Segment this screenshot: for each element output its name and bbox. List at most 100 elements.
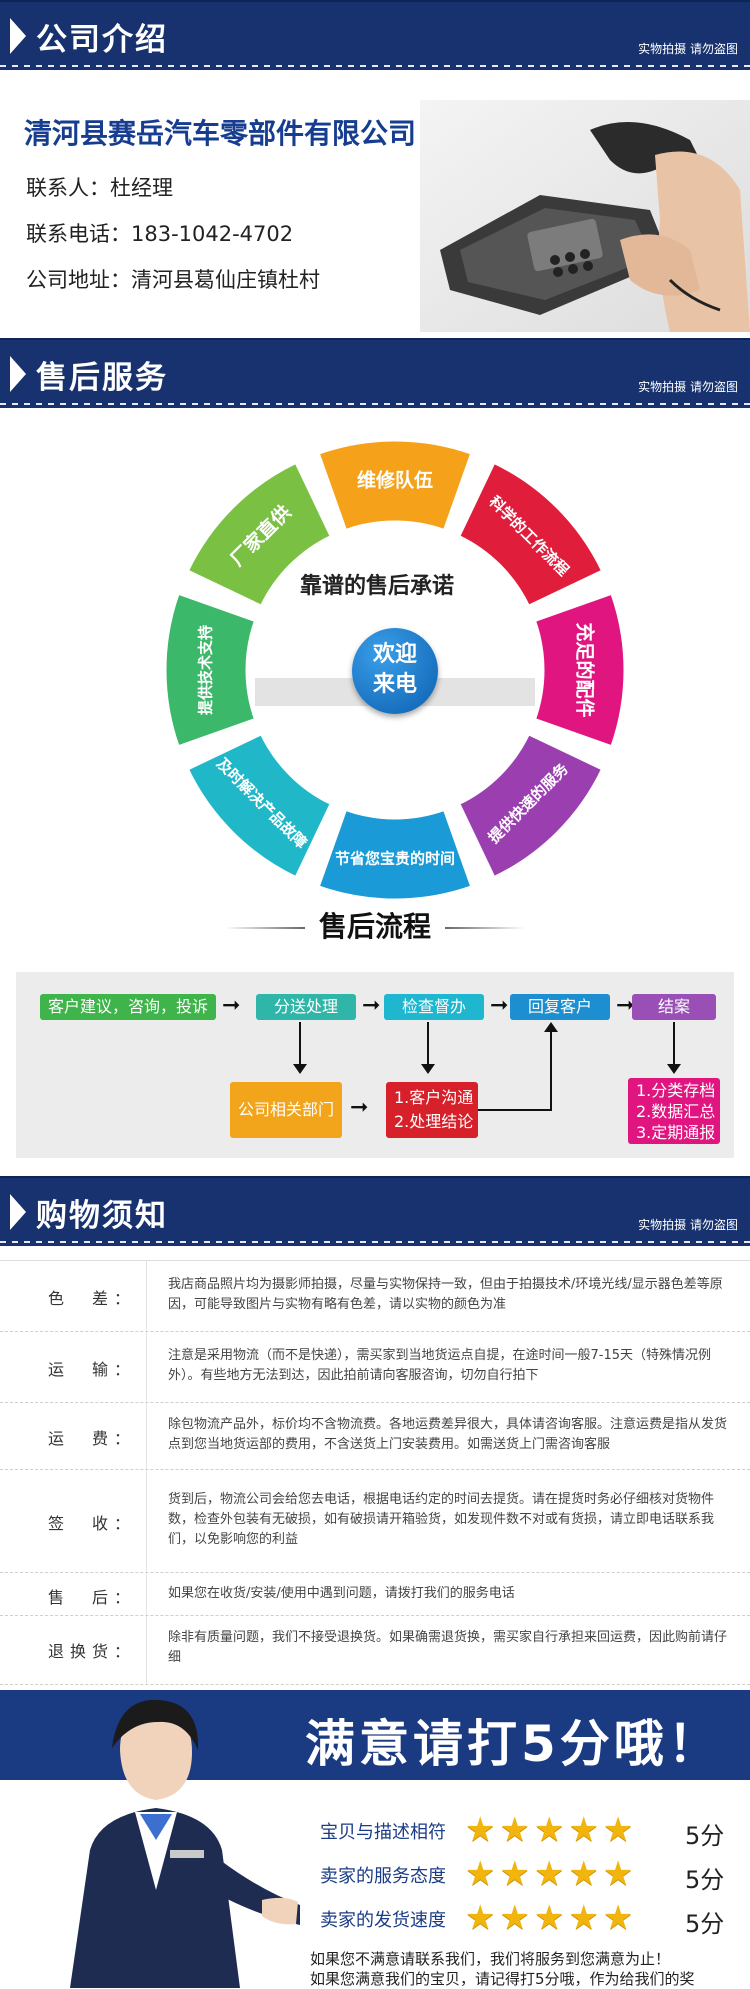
flow-step-reply: 回复客户 [510,994,610,1020]
wheel-segment-label: 节省您宝贵的时间 [335,850,455,868]
customer-service-lady-photo [70,1699,300,1988]
arrow-down-line [673,1022,675,1068]
note-key: 运 费： [48,1429,137,1448]
rating-headline: 满意请打5分哦！ [305,1715,722,1773]
dotted-divider [0,65,750,67]
note-key: 色 差： [48,1289,137,1308]
rating-footer-line2: 如果您满意我们的宝贝，请记得打5分哦，作为给我们的奖 [310,1970,695,1988]
contact-phone: 联系电话：183-1042-4702 [26,222,294,246]
five-stars-icon[interactable]: ★★★★★ [465,1810,638,1850]
arrow-up-line [550,1030,552,1110]
five-stars-icon[interactable]: ★★★★★ [465,1898,638,1938]
service-wheel: 维修队伍科学的工作流程充足的配件提供快速的服务节省您宝贵的时间及时解决产品故障提… [163,438,627,902]
end-line2: 2.数据汇总 [636,1102,716,1121]
wheel-center-title: 靠谱的售后承诺 [300,574,455,599]
wheel-segment [185,460,334,609]
watermark-note: 实物拍摄 请勿盗图 [638,1218,738,1232]
rating-score: 5分 [685,1822,725,1850]
welcome-line2: 来电 [372,672,417,697]
note-key: 签 收： [48,1514,137,1533]
wheel-segment [532,591,627,749]
rating-label: 卖家的发货速度 [320,1910,446,1931]
arrow-icon [10,18,26,54]
welcome-line1: 欢迎 [372,642,417,667]
section-title: 购物须知 [36,1198,168,1234]
arrow-right-icon: ➞ [362,993,381,1018]
wheel-segment-label: 维修队伍 [357,469,433,492]
flow-archive-box: 1.分类存档 2.数据汇总 3.定期通报 [628,1078,720,1144]
note-row-shipping-fee: 运 费： 除包物流产品外，标价均不含物流费。各地运费差异很大，具体请咨询客服。注… [0,1403,750,1470]
wheel-segment [456,460,605,609]
note-value: 如果您在收货/安装/使用中遇到问题，请拨打我们的服务电话 [168,1586,515,1601]
note-key: 退换货： [48,1642,137,1661]
company-address: 公司地址：清河县葛仙庄镇杜村 [26,268,320,292]
column-divider [146,1470,147,1572]
section-header-company: 公司介绍 实物拍摄 请勿盗图 [0,0,750,70]
flow-step-dispatch: 分送处理 [256,994,356,1020]
note-value: 除非有质量问题，我们不接受退换货。如果确需退货换，需买家自行承担来回运费，因此购… [168,1630,728,1665]
note-row-signing: 签 收： 货到后，物流公司会给您去电话，根据电话约定的时间去提货。请在提货时务必… [0,1470,750,1573]
rating-score: 5分 [685,1910,725,1938]
flow-step-supervise: 检查督办 [384,994,484,1020]
five-stars-icon[interactable]: ★★★★★ [465,1854,638,1894]
flow-communicate-box: 1.客户沟通 2.处理结论 [386,1082,478,1138]
wheel-segment [185,731,334,880]
flow-step-suggestion: 客户建议，咨询，投诉 [40,994,216,1020]
note-value: 注意是采用物流（而不是快递），需买家到当地货运点自提，在途时间一般7-15天（特… [168,1348,712,1383]
comm-line1: 1.客户沟通 [394,1088,474,1107]
rating-banner: 满意请打5分哦！ 宝贝与描述相符 ★★★★★ 5分 卖家的服务态度 ★★★★★ … [0,1690,750,1988]
dotted-divider [0,1241,750,1243]
wheel-segment [316,438,474,533]
wheel-segment [456,731,605,880]
wheel-segment-label: 提供技术支持 [197,625,215,715]
note-row-transport: 运 输： 注意是采用物流（而不是快递），需买家到当地货运点自提，在途时间一般7-… [0,1332,750,1403]
purchase-notes-table: 色 差： 我店商品照片均为摄影师拍摄，尽量与实物保持一致，但由于拍摄技术/环境光… [0,1260,750,1685]
arrow-icon [10,356,26,392]
welcome-call-badge: 欢迎 来电 [352,628,438,714]
arrow-right-icon: ➞ [616,993,635,1018]
watermark-note: 实物拍摄 请勿盗图 [638,42,738,56]
wheel-segment [316,807,474,902]
comm-line2: 2.处理结论 [394,1112,474,1131]
connector-line [478,1109,552,1111]
note-value: 我店商品照片均为摄影师拍摄，尽量与实物保持一致，但由于拍摄技术/环境光线/显示器… [168,1277,723,1312]
flow-title: 售后流程 [0,905,750,945]
flow-dept-box: 公司相关部门 [230,1082,342,1138]
dotted-divider [0,403,750,405]
arrow-down-icon [421,1064,435,1074]
note-row-aftersales: 售 后： 如果您在收货/安装/使用中遇到问题，请拨打我们的服务电话 [0,1573,750,1616]
note-value: 货到后，物流公司会给您去电话，根据电话约定的时间去提货。请在提货时务必仔细核对货… [168,1492,715,1547]
arrow-up-icon [544,1022,558,1032]
title-right-line [445,927,525,929]
column-divider [146,1261,147,1331]
note-value: 除包物流产品外，标价均不含物流费。各地运费差异很大，具体请咨询客服。注意运费是指… [168,1417,728,1452]
rating-label: 宝贝与描述相符 [320,1822,446,1843]
company-name: 清河县赛岳汽车零部件有限公司 [24,117,417,150]
arrow-down-line [299,1022,301,1068]
column-divider [146,1332,147,1402]
flow-title-text: 售后流程 [318,910,431,943]
title-left-line [224,927,305,929]
rating-footer-line1: 如果您不满意请联系我们，我们将服务到您满意为止！ [310,1950,671,1968]
note-row-color: 色 差： 我店商品照片均为摄影师拍摄，尽量与实物保持一致，但由于拍摄技术/环境光… [0,1261,750,1332]
flow-step-close: 结案 [632,994,716,1020]
section-header-shopping: 购物须知 实物拍摄 请勿盗图 [0,1176,750,1246]
wheel-segment-label: 充足的配件 [574,622,597,717]
watermark-note: 实物拍摄 请勿盗图 [638,380,738,394]
section-header-service: 售后服务 实物拍摄 请勿盗图 [0,338,750,408]
arrow-icon [10,1194,26,1230]
column-divider [146,1616,147,1684]
end-line3: 3.定期通报 [636,1123,716,1142]
wheel-segment [163,591,258,749]
telephone-photo [420,100,750,332]
arrow-down-icon [667,1064,681,1074]
column-divider [146,1573,147,1615]
note-key: 售 后： [48,1588,137,1607]
section-title: 公司介绍 [36,22,168,58]
column-divider [146,1403,147,1469]
arrow-right-icon: ➞ [222,993,241,1018]
arrow-right-icon: ➞ [490,993,509,1018]
end-line1: 1.分类存档 [636,1081,716,1100]
rating-label: 卖家的服务态度 [320,1866,446,1887]
